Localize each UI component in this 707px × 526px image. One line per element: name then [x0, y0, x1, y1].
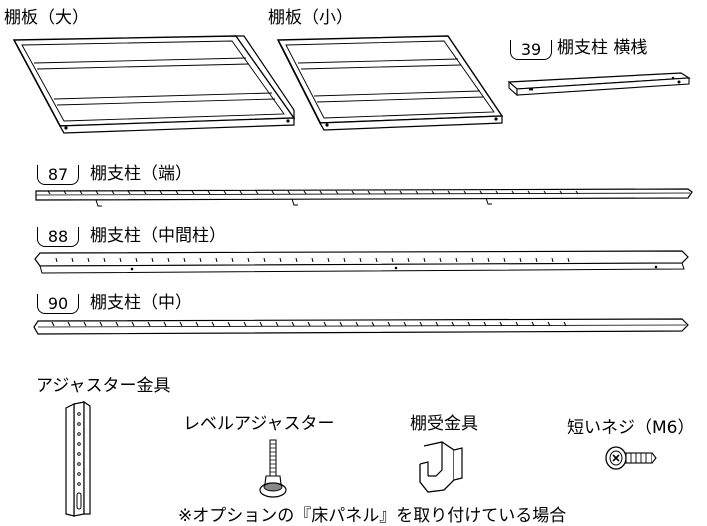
part-number-88: 88 — [37, 227, 79, 247]
short-screw-illustration — [605, 446, 657, 470]
shelf-small-illustration — [276, 35, 504, 131]
shelf-support-middle-pillar-label: 棚支柱（中間柱） — [90, 226, 226, 246]
floor-panel-note: ※オプションの『床パネル』を取り付けている場合 — [178, 506, 567, 526]
shelf-support-end-label: 棚支柱（端） — [90, 164, 192, 184]
part-number-87: 87 — [37, 165, 79, 185]
shelf-receiver-illustration — [419, 441, 463, 493]
shelf-receiver-label: 棚受金具 — [410, 414, 478, 434]
shelf-support-center-label: 棚支柱（中） — [90, 293, 192, 313]
level-adjuster-label: レベルアジャスター — [183, 414, 335, 434]
short-screw-label: 短いネジ（M6） — [567, 418, 695, 438]
level-adjuster-illustration — [259, 439, 287, 498]
shelf-support-middle-pillar-illustration — [34, 250, 689, 274]
part-number-90: 90 — [37, 294, 79, 314]
shelf-support-horizontal-illustration — [507, 72, 691, 97]
shelf-small-label: 棚板（小） — [268, 8, 353, 28]
adjuster-bracket-illustration — [65, 400, 91, 517]
shelf-support-horizontal-label: 棚支柱 横桟 — [557, 38, 648, 58]
shelf-support-end-illustration — [35, 188, 693, 207]
adjuster-bracket-label: アジャスター金具 — [36, 376, 171, 396]
shelf-large-illustration — [12, 35, 296, 134]
shelf-support-center-illustration — [33, 318, 689, 335]
shelf-large-label: 棚板（大） — [4, 8, 89, 28]
part-number-39: 39 — [510, 40, 552, 60]
